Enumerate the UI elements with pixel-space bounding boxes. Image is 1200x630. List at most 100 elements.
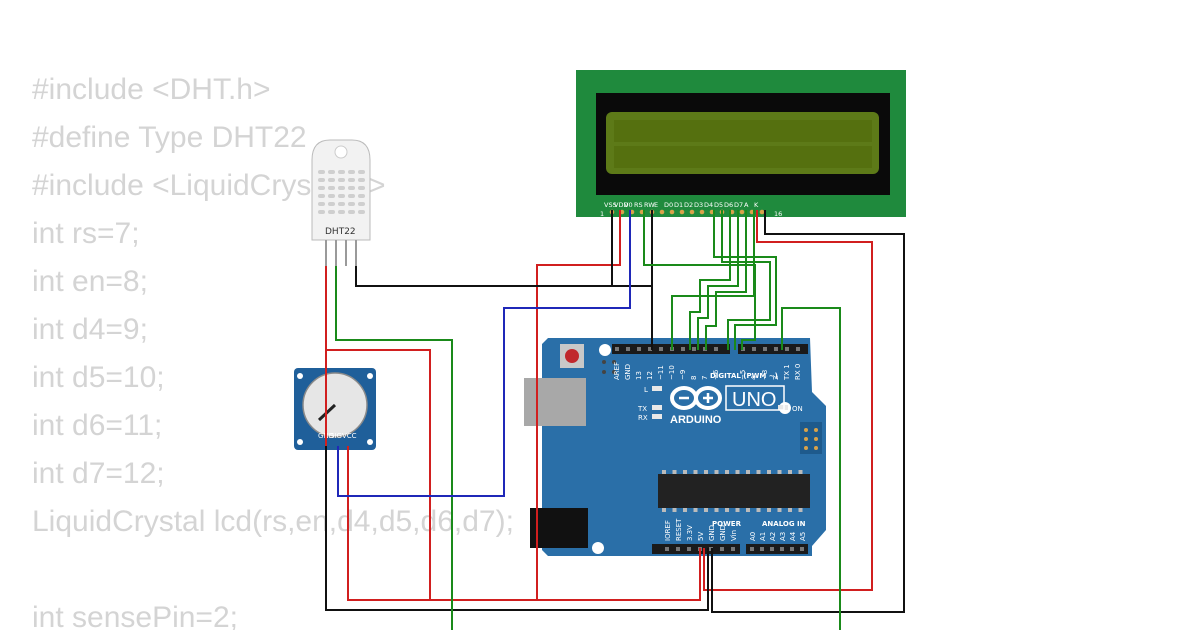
header-pin[interactable] xyxy=(659,347,663,351)
lcd-pin-hole[interactable] xyxy=(699,209,705,215)
dht-grille-slot xyxy=(328,186,335,190)
lcd-pin-label: D1 xyxy=(674,201,683,209)
digital-header-right[interactable] xyxy=(738,344,808,354)
top-pin-label: ~9 xyxy=(679,370,687,380)
dht22-sensor[interactable]: DHT22 xyxy=(311,139,371,266)
analog-label: ANALOG IN xyxy=(762,520,806,528)
lcd-pin-hole[interactable] xyxy=(669,209,675,215)
pot-pin-strip xyxy=(318,438,352,448)
dht-legs xyxy=(325,240,357,266)
chip-pin xyxy=(735,508,740,512)
icsp-header-right xyxy=(800,422,822,454)
pot-hole xyxy=(297,373,303,379)
header-pin[interactable] xyxy=(720,547,724,551)
chip-pin xyxy=(777,470,782,474)
led-rx-label: RX xyxy=(638,414,648,422)
dht-grille-slot xyxy=(318,210,325,214)
potentiometer[interactable]: GND SIG VCC xyxy=(294,368,376,450)
code-listing: #include <DHT.h> #define Type DHT22 #inc… xyxy=(32,73,514,630)
header-pin[interactable] xyxy=(676,547,680,551)
lcd-pin-label: V0 xyxy=(624,201,633,209)
top-pin-label: ~6 xyxy=(712,369,720,380)
wire-red xyxy=(536,210,621,600)
dht-grille-slot xyxy=(348,210,355,214)
lcd-pin-hole[interactable] xyxy=(679,209,685,215)
header-pin[interactable] xyxy=(648,347,652,351)
bottom-pin-label: GND xyxy=(708,525,716,541)
header-pin[interactable] xyxy=(760,547,764,551)
wire-green xyxy=(781,307,841,630)
usb-port xyxy=(524,378,586,426)
chip-pin xyxy=(704,508,708,512)
pot-pin-label: VCC xyxy=(342,432,357,440)
bottom-pin-label: GND xyxy=(719,525,727,541)
wire-red xyxy=(703,210,873,591)
chip-pin xyxy=(798,508,803,512)
chip-pin xyxy=(767,508,771,512)
header-pin[interactable] xyxy=(752,347,756,351)
lcd-pin-label: RW xyxy=(644,201,655,209)
wire-green xyxy=(713,210,777,350)
lcd-pin-hole[interactable] xyxy=(689,209,695,215)
lcd-pin-hole[interactable] xyxy=(759,209,765,215)
header-pin[interactable] xyxy=(714,347,718,351)
mount-hole xyxy=(599,344,611,356)
chip-pin xyxy=(798,470,803,474)
pot-pin-label: SIG xyxy=(330,432,342,440)
header-pin[interactable] xyxy=(800,547,804,551)
code-line: LiquidCrystal lcd(rs,en,d4,d5,d6,d7); xyxy=(32,505,514,538)
lcd-pin-hole[interactable] xyxy=(739,209,745,215)
header-pin[interactable] xyxy=(796,347,800,351)
header-pin[interactable] xyxy=(665,547,669,551)
dht-grille-slot xyxy=(338,170,345,174)
chip-pin xyxy=(767,470,771,474)
dht-grille-slot xyxy=(348,202,355,206)
top-pin-label: 8 xyxy=(690,376,698,380)
dht-label: DHT22 xyxy=(325,227,356,237)
chip-pin xyxy=(714,470,719,474)
header-pin[interactable] xyxy=(692,347,696,351)
lcd-pin-label: D4 xyxy=(704,201,713,209)
top-pin-label: 7 xyxy=(701,376,709,380)
header-pin[interactable] xyxy=(687,547,691,551)
chip-pins xyxy=(662,470,803,512)
header-pin[interactable] xyxy=(763,347,767,351)
header-pin[interactable] xyxy=(626,347,630,351)
digital-label: DIGITAL (PWM ~) xyxy=(710,372,778,380)
lcd-pin-hole[interactable] xyxy=(659,209,665,215)
power-header[interactable] xyxy=(652,544,740,554)
header-pin[interactable] xyxy=(770,547,774,551)
wires xyxy=(325,210,905,630)
wire-red xyxy=(325,266,701,601)
header-pin[interactable] xyxy=(774,347,778,351)
dht-grille-slot xyxy=(358,210,365,214)
header-pin[interactable] xyxy=(615,347,619,351)
dht-grille-slot xyxy=(318,186,325,190)
icsp-header xyxy=(602,360,616,374)
chip-pin xyxy=(746,508,750,512)
chip-pin xyxy=(746,470,750,474)
header-pin[interactable] xyxy=(681,347,685,351)
header-pin[interactable] xyxy=(731,547,735,551)
wire-green xyxy=(643,210,756,350)
analog-header[interactable] xyxy=(746,544,808,554)
top-pin-label: RX 0 xyxy=(794,364,802,380)
header-pin[interactable] xyxy=(637,347,641,351)
header-pin[interactable] xyxy=(780,547,784,551)
bottom-pin-label: IOREF xyxy=(664,520,672,541)
bottom-pin-label: A5 xyxy=(799,532,807,541)
header-pin[interactable] xyxy=(785,347,789,351)
lcd-pin-label: D3 xyxy=(694,201,703,209)
lcd-pin-label: D5 xyxy=(714,201,723,209)
led-tx-label: TX xyxy=(637,405,647,413)
top-pin-label: TX 1 xyxy=(783,364,791,381)
header-pin[interactable] xyxy=(750,547,754,551)
code-line: int d4=9; xyxy=(32,313,148,346)
header-pin[interactable] xyxy=(790,547,794,551)
lcd-pin-label: VSS xyxy=(604,201,617,209)
dht-grille-slot xyxy=(348,178,355,182)
dht-grille-slot xyxy=(338,194,345,198)
bottom-pin-label: A4 xyxy=(789,531,797,541)
